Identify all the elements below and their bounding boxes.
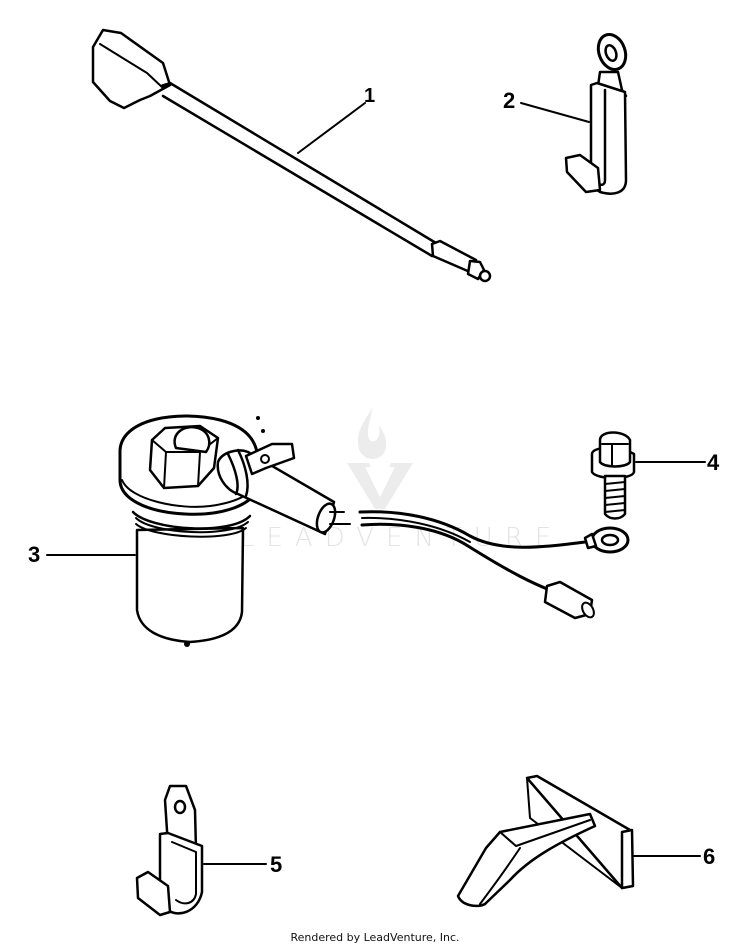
- part-3-wire-lead-icon: [358, 510, 630, 620]
- part-1-probe-rod-icon: [91, 28, 492, 283]
- callout-label-2: 2: [503, 88, 516, 113]
- callout-label-3: 3: [28, 542, 41, 567]
- callout-label-4: 4: [707, 450, 720, 475]
- part-2-j-clip-icon: [520, 33, 628, 195]
- part-5-j-clip-icon: [135, 784, 267, 917]
- part-3-filter-canister-icon: [46, 414, 351, 647]
- watermark-text: LEADVENTURE: [240, 523, 564, 553]
- part-4-flange-bolt-icon: [590, 431, 706, 520]
- callout-label-5: 5: [270, 852, 283, 877]
- part-6-bracket-icon: [456, 774, 701, 908]
- leadventure-watermark-logo-icon: [347, 407, 413, 509]
- callout-label-6: 6: [703, 844, 716, 869]
- footer-credit: Rendered by LeadVenture, Inc.: [290, 931, 460, 944]
- callout-label-1: 1: [364, 85, 376, 107]
